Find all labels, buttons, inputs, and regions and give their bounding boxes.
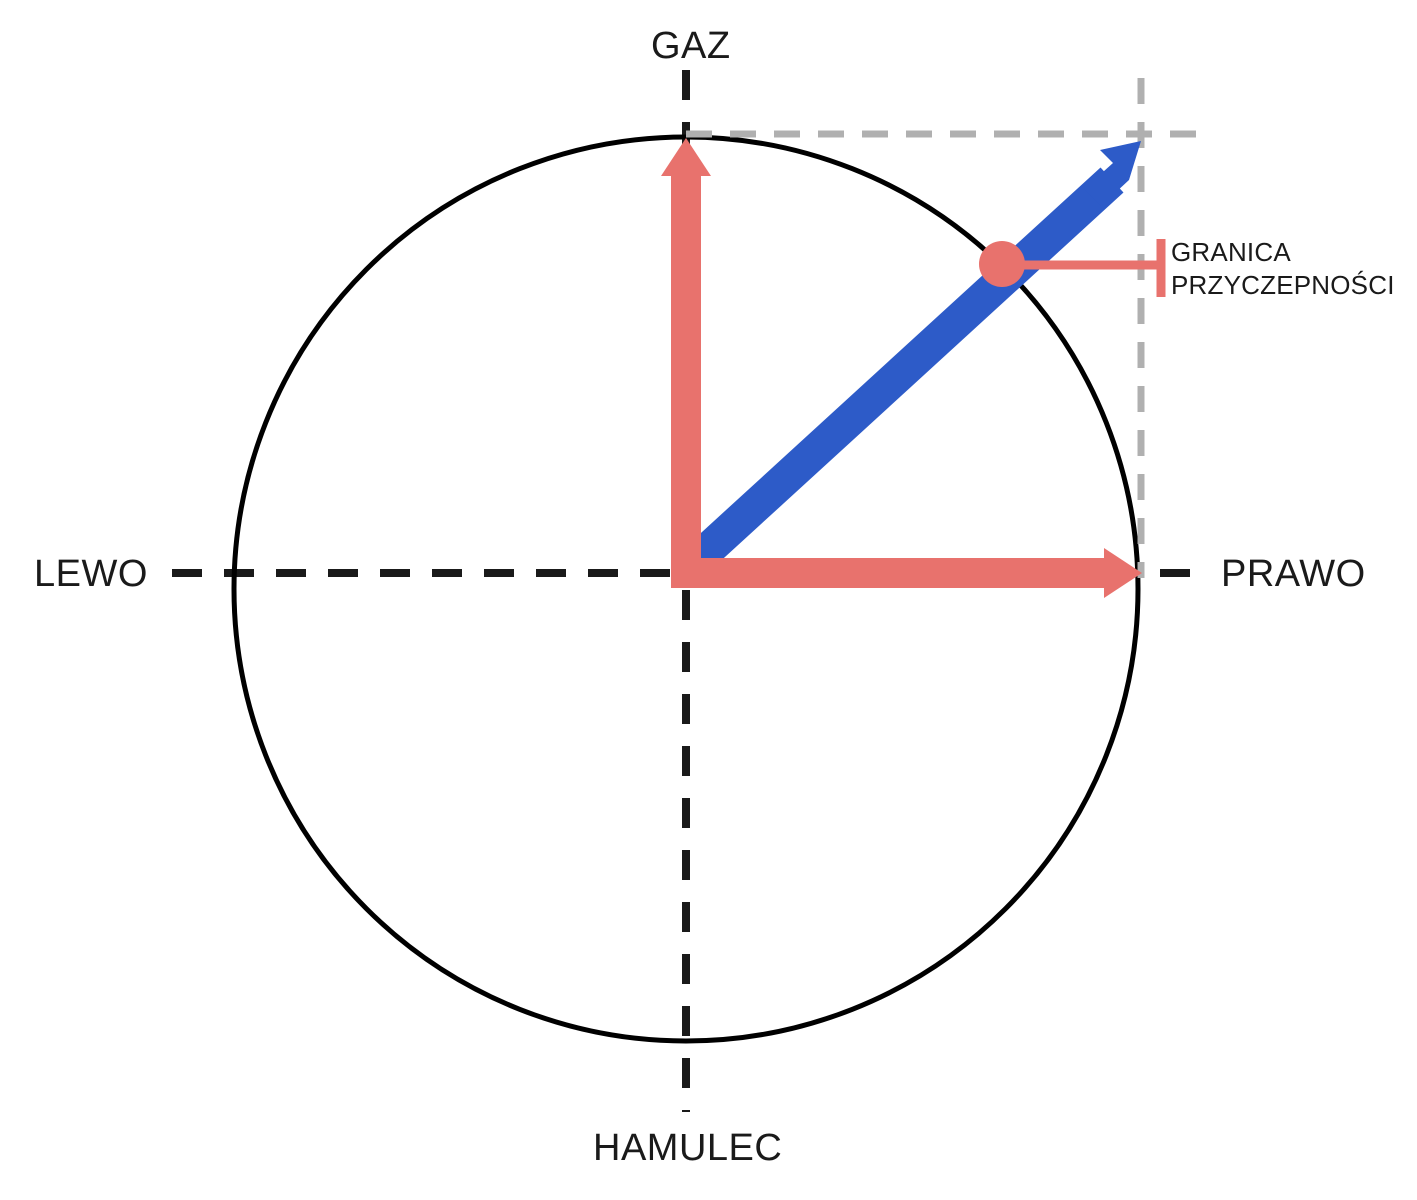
acceleration-vector-shaft bbox=[671, 172, 701, 576]
grip-limit-annotation: GRANICA PRZYCZEPNOŚCI bbox=[1171, 236, 1395, 302]
axis-label-gaz: GAZ bbox=[651, 25, 731, 67]
lateral-force-vector bbox=[671, 548, 1142, 598]
axis-label-hamulec: HAMULEC bbox=[593, 1127, 783, 1169]
acceleration-vector-arrowhead bbox=[661, 138, 711, 176]
resultant-force-vector bbox=[678, 141, 1141, 579]
resultant-vector-arrowhead bbox=[1084, 141, 1141, 206]
resultant-vector-shaft bbox=[678, 167, 1124, 579]
grip-limit-annotation-line-2: PRZYCZEPNOŚCI bbox=[1171, 270, 1395, 300]
lateral-vector-arrowhead bbox=[1104, 548, 1142, 598]
grip-limit-annotation-line-1: GRANICA bbox=[1171, 237, 1291, 267]
axis-label-prawo: PRAWO bbox=[1221, 553, 1366, 595]
lateral-vector-shaft bbox=[671, 558, 1108, 588]
acceleration-force-vector bbox=[661, 138, 711, 576]
grip-limit-point-marker bbox=[979, 241, 1025, 287]
axis-label-lewo: LEWO bbox=[34, 553, 148, 595]
